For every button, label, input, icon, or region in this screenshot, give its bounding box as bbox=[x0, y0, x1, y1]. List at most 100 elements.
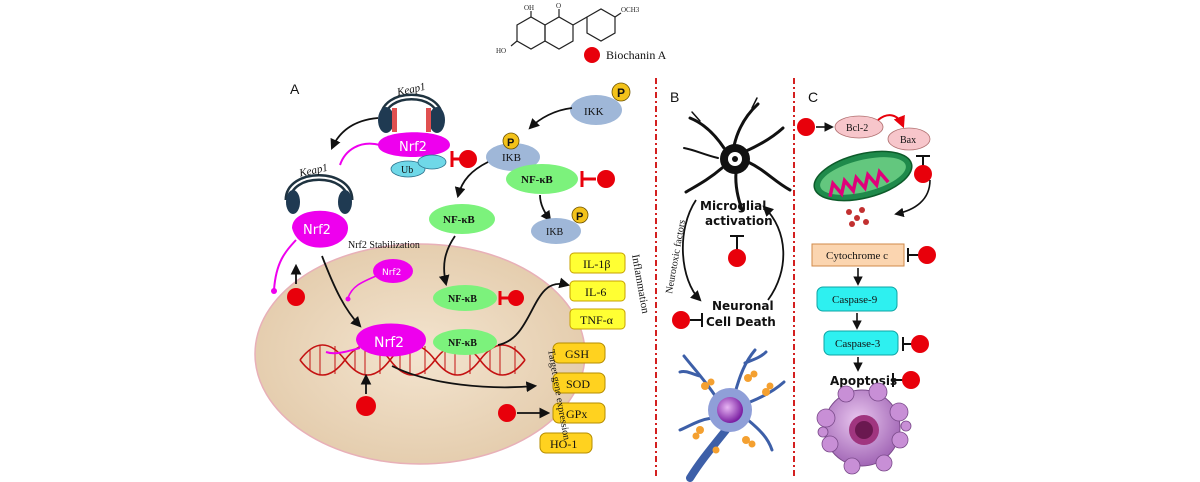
caspase9-label: Caspase-9 bbox=[832, 294, 878, 306]
microglial-label-2: activation bbox=[705, 214, 773, 228]
nfkb-node-4 bbox=[433, 329, 497, 355]
cytokine-box bbox=[569, 280, 626, 302]
panel-b-label: B bbox=[670, 89, 679, 105]
arrow-stabilization bbox=[321, 255, 362, 328]
microglia-cell bbox=[683, 97, 792, 212]
arrow-target-genes bbox=[391, 365, 538, 393]
target-label: GSH bbox=[565, 347, 589, 361]
arrow-feedback bbox=[762, 205, 785, 301]
target-box bbox=[539, 432, 593, 454]
cytochrome-particles bbox=[846, 207, 869, 227]
neuron-cell bbox=[678, 348, 786, 482]
nrf2-small-tail-end bbox=[345, 296, 351, 302]
arrow-neurotoxic bbox=[681, 199, 702, 302]
bcl2-label: Bcl-2 bbox=[846, 123, 868, 134]
arrow-cytochrome-release bbox=[894, 179, 931, 218]
target-label: GPx bbox=[566, 407, 587, 421]
nrf2-left-tail bbox=[273, 239, 297, 291]
nfkb-2-label: NF-κB bbox=[443, 214, 475, 226]
inhibitor-dot-bcl2 bbox=[797, 118, 815, 136]
ikb-node-1 bbox=[486, 143, 540, 171]
nfkb-3-label: NF-κB bbox=[448, 294, 477, 305]
inhibitor-dot-nfkb3 bbox=[508, 290, 524, 306]
arrow-inflammation bbox=[497, 277, 571, 346]
ikk-label: IKK bbox=[584, 106, 604, 118]
microglia-nucleolus bbox=[732, 156, 738, 162]
biochanin-structure: OH O OCH3 HO bbox=[496, 2, 640, 55]
arrow-nfkb-release bbox=[454, 161, 489, 199]
cytochrome-box bbox=[811, 243, 905, 267]
inhibitor-dot-nfkb1 bbox=[597, 170, 615, 188]
compound-name: Biochanin A bbox=[606, 48, 667, 62]
ub-bubble bbox=[390, 160, 426, 178]
nrf2-dna-label: Nrf2 bbox=[374, 335, 404, 351]
arrow-ikb-degrade bbox=[539, 194, 552, 222]
nrf2-stabilization-label: Nrf2 Stabilization bbox=[348, 240, 420, 251]
bcl2-node bbox=[834, 115, 884, 139]
nrf2-small-label: Nrf2 bbox=[382, 268, 401, 278]
cytokine-box bbox=[569, 252, 626, 274]
caspase9-box bbox=[816, 286, 898, 312]
phospho-ikb-2 bbox=[571, 206, 589, 224]
inhibit-bcl2-bax bbox=[877, 114, 905, 129]
nrf2-top-body bbox=[378, 132, 450, 158]
inhibitor-dot-bax bbox=[914, 165, 932, 183]
target-label: SOD bbox=[566, 377, 590, 391]
nrf2-small-tail bbox=[347, 275, 377, 299]
inhibitor-dot-casp3 bbox=[911, 335, 929, 353]
phospho-ikk-label: P bbox=[617, 86, 625, 100]
apoptosis-label: Apoptosis bbox=[830, 374, 897, 388]
inhibitor-dot-neuronal bbox=[672, 311, 690, 329]
arrow-ikk-ikb bbox=[528, 107, 573, 130]
ikb-node-2 bbox=[531, 218, 581, 244]
nrf2-top-label: Nrf2 bbox=[399, 140, 427, 155]
target-box bbox=[552, 372, 606, 394]
arrow-keap-release bbox=[330, 117, 379, 150]
nfkb-node-1 bbox=[506, 164, 578, 194]
phospho-ikb-1 bbox=[502, 132, 520, 150]
neurotoxic-label: Neurotoxic factors bbox=[664, 219, 688, 295]
nrf2-top-tail bbox=[339, 142, 381, 166]
neuronal-label-1: Neuronal bbox=[712, 299, 774, 313]
nrf2-small-body bbox=[373, 259, 413, 283]
inhibitor-legend-dot bbox=[584, 47, 600, 63]
cytokine-label: TNF-α bbox=[580, 313, 614, 327]
mitochondrion bbox=[813, 150, 913, 202]
target-label: HO-1 bbox=[550, 437, 577, 451]
ikb-2-label: IKB bbox=[546, 227, 564, 238]
keap1-left bbox=[284, 174, 354, 214]
target-gene-list: GSH SOD GPx HO-1 bbox=[539, 342, 606, 454]
oh-left-label: HO bbox=[496, 47, 506, 55]
carbonyl-o-label: O bbox=[556, 2, 561, 10]
arrow-nfkb-nucleus bbox=[438, 235, 456, 287]
bax-node bbox=[887, 127, 931, 151]
inhibitor-dot-apoptosis bbox=[902, 371, 920, 389]
inflammation-label: Inflammation bbox=[629, 253, 651, 315]
phospho-ikb-2-label: P bbox=[576, 211, 583, 223]
cytokine-label: IL-1β bbox=[583, 257, 610, 271]
nrf2-dna-body bbox=[356, 323, 426, 357]
target-box bbox=[552, 342, 606, 364]
ikb-1-label: IKB bbox=[502, 152, 521, 164]
microglial-label-1: Microglial bbox=[700, 199, 766, 213]
nrf2-left-label: Nrf2 bbox=[303, 223, 331, 238]
nrf2-dna-tail bbox=[325, 347, 361, 355]
inhibitor-dot-cyto bbox=[918, 246, 936, 264]
ub-label: Ub bbox=[401, 165, 413, 176]
phospho-ikb-1-label: P bbox=[507, 137, 514, 149]
caspase3-label: Caspase-3 bbox=[835, 338, 881, 350]
phospho-ikk bbox=[611, 82, 631, 102]
och3-label: OCH3 bbox=[621, 6, 640, 14]
inhibitor-dot-microglial bbox=[728, 249, 746, 267]
nfkb-4-label: NF-κB bbox=[448, 338, 477, 349]
apoptotic-cell bbox=[816, 382, 912, 475]
inhibitor-dot-keap bbox=[459, 150, 477, 168]
nfkb-node-2 bbox=[429, 204, 495, 234]
ub-bubble-2 bbox=[417, 154, 447, 170]
cytochrome-label: Cytochrome c bbox=[826, 250, 888, 262]
panel-c-label: C bbox=[808, 89, 818, 105]
inhibitor-dot-dna bbox=[356, 396, 376, 416]
keap1-top bbox=[378, 93, 445, 133]
inflammation-list: IL-1β IL-6 TNF-α bbox=[569, 252, 626, 330]
